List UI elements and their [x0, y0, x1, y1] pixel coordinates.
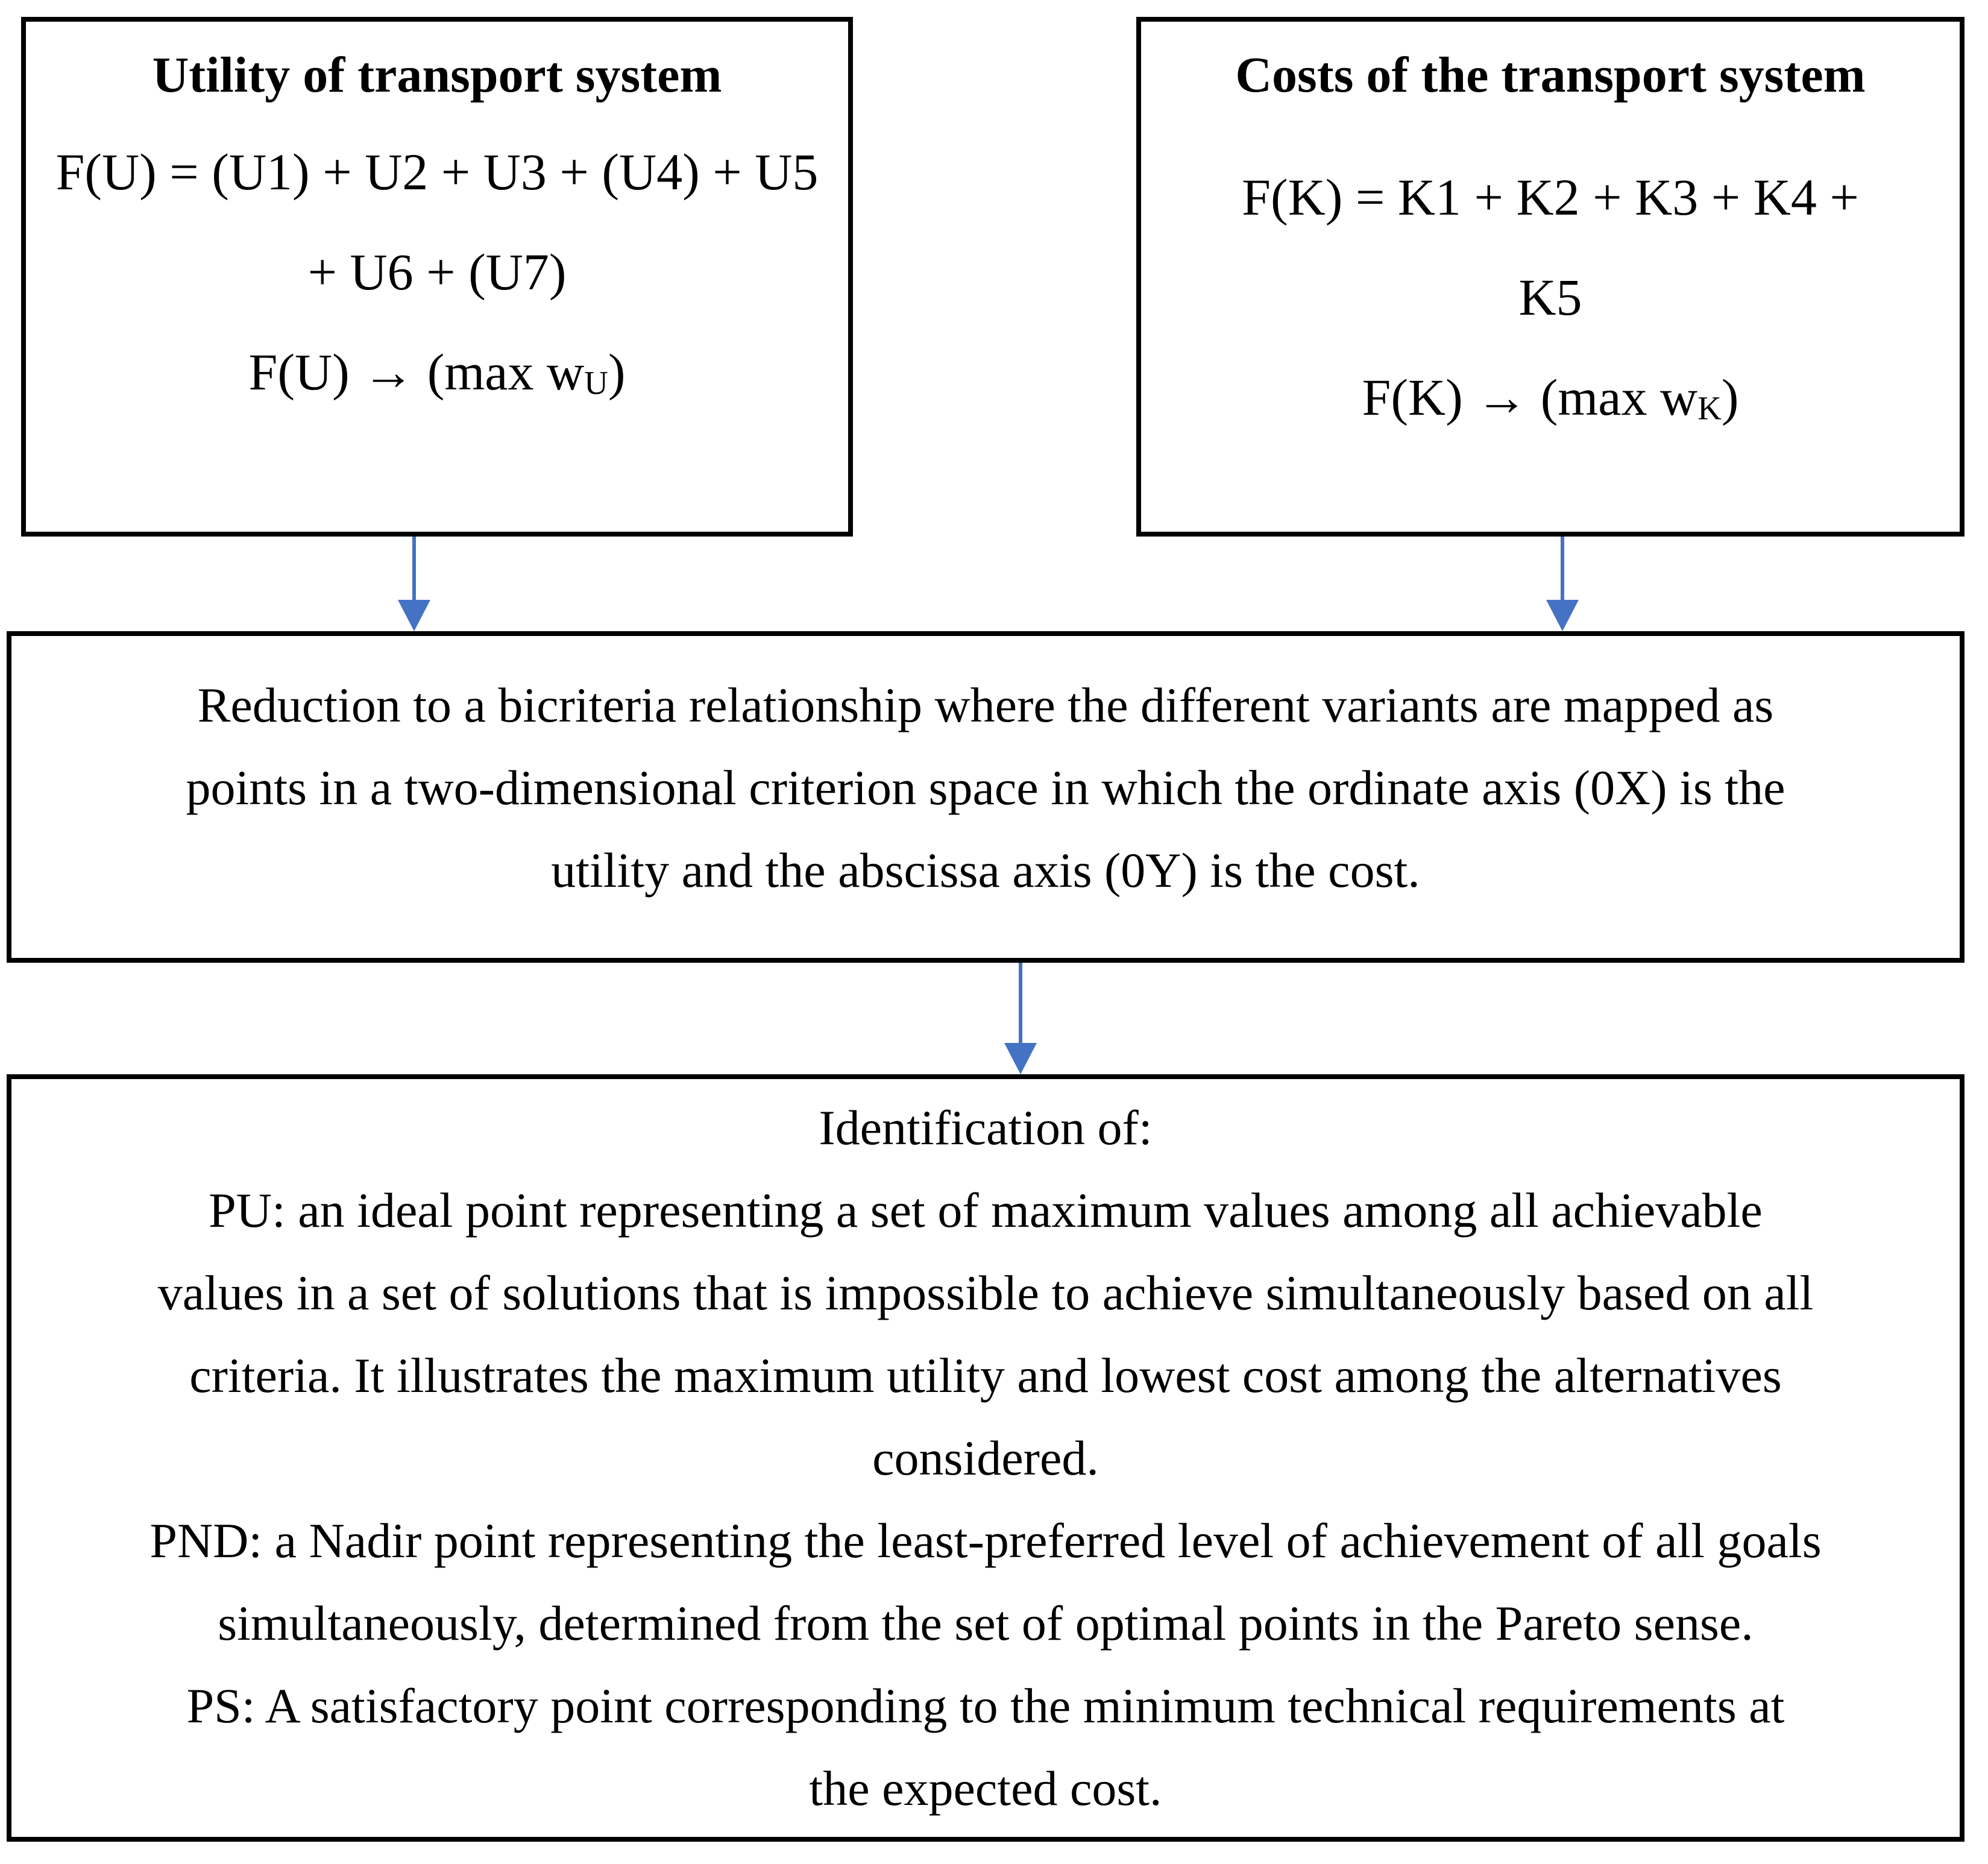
arrow-down-icon [398, 600, 430, 631]
utility-formula-line-3: F(U) → (max wU) [26, 322, 848, 422]
utility-formula-line-3-subscript: U [584, 364, 608, 401]
costs-box-title: Costs of the transport system [1235, 47, 1866, 103]
utility-box: Utility of transport system F(U) = (U1) … [21, 17, 853, 537]
utility-formula-line-3-pre: F(U) → (max w [248, 343, 585, 401]
identification-line: criteria. It illustrates the maximum uti… [189, 1348, 1782, 1403]
costs-formula-line-3-post: ) [1721, 368, 1739, 426]
utility-box-title: Utility of transport system [152, 47, 722, 103]
utility-formula-line-3-post: ) [608, 343, 626, 401]
costs-formula-line-2: K5 [1518, 268, 1582, 326]
arrow-down-icon [1546, 600, 1579, 631]
identification-line: PS: A satisfactory point corresponding t… [186, 1678, 1785, 1733]
costs-formula-line-3: F(K) → (max wK) [1141, 347, 1960, 447]
identification-line: simultaneously, determined from the set … [218, 1596, 1754, 1651]
identification-line: values in a set of solutions that is imp… [157, 1265, 1814, 1320]
costs-formula-line-3-subscript: K [1697, 389, 1722, 427]
identification-line: the expected cost. [809, 1761, 1162, 1816]
arrow-line [1019, 963, 1022, 1044]
utility-formula-line-2: + U6 + (U7) [307, 243, 567, 301]
utility-formula-line-1: F(U) = (U1) + U2 + U3 + (U4) + U5 [55, 143, 819, 201]
identification-line: considered. [872, 1431, 1099, 1485]
arrow-line [1561, 537, 1564, 600]
costs-formula-line-3-pre: F(K) → (max w [1362, 368, 1698, 426]
identification-box: Identification of: PU: an ideal point re… [7, 1074, 1964, 1842]
reduction-line: Reduction to a bicriteria relationship w… [197, 678, 1774, 732]
reduction-box: Reduction to a bicriteria relationship w… [7, 631, 1964, 963]
identification-line: PU: an ideal point representing a set of… [209, 1183, 1763, 1238]
costs-formula-line-1: F(K) = K1 + K2 + K3 + K4 + [1242, 168, 1859, 226]
identification-line: PND: a Nadir point representing the leas… [149, 1513, 1822, 1568]
reduction-line: utility and the abscissa axis (0Y) is th… [551, 843, 1420, 898]
reduction-line: points in a two-dimensional criterion sp… [186, 760, 1785, 815]
costs-box: Costs of the transport system F(K) = K1 … [1136, 17, 1964, 537]
identification-line: Identification of: [819, 1100, 1153, 1155]
arrow-line [412, 537, 416, 600]
arrow-down-icon [1004, 1043, 1037, 1074]
